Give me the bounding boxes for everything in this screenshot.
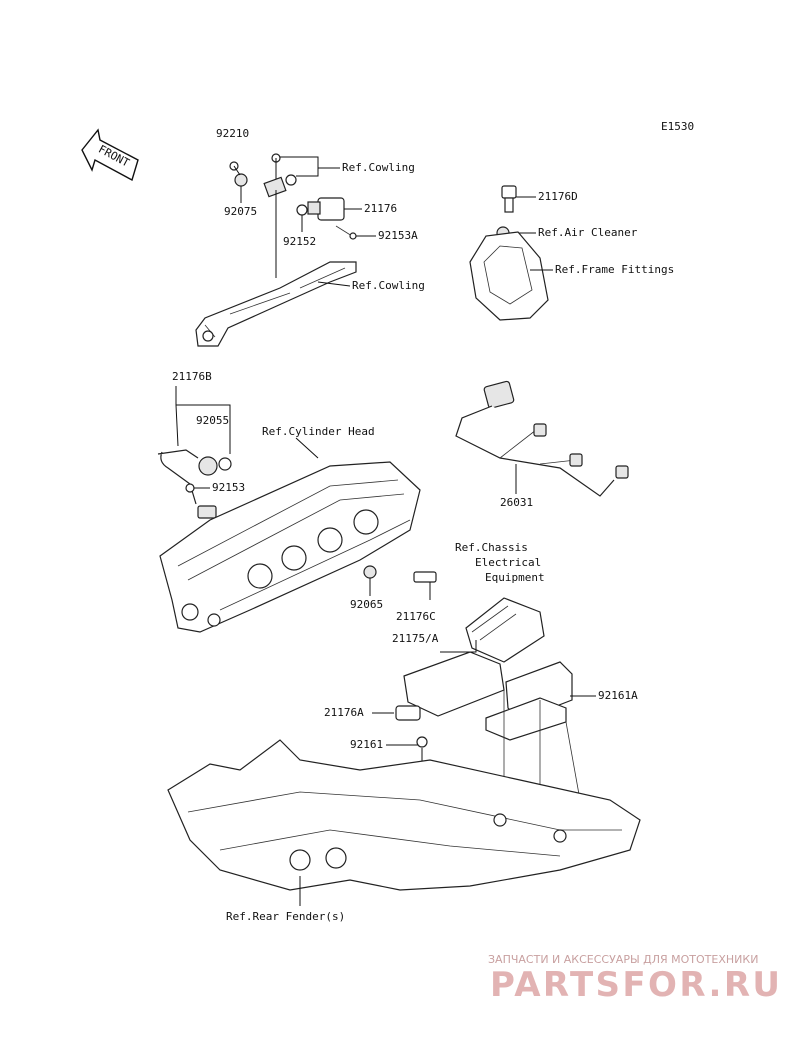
sensor-icon — [198, 456, 218, 476]
label-92161A: 92161A — [598, 689, 638, 702]
ecu-assembly: 21175/A 92161A — [392, 597, 638, 801]
sensor-bracket-assembly: 92210 Ref.Cowling 92075 21176 92152 9215… — [195, 127, 425, 347]
crank-sensor-assembly: Ref.Chassis Electrical Equipment 92065 2… — [350, 541, 545, 623]
label-92161: 92161 — [350, 738, 383, 751]
frame-fitting-icon — [469, 231, 549, 321]
label-21176C: 21176C — [396, 610, 436, 623]
label-21175A: 21175/A — [392, 632, 439, 645]
label-92075: 92075 — [224, 205, 257, 218]
watermark: ЗАПЧАСТИ И АКСЕССУАРЫ ДЛЯ МОТОТЕХНИКИ PA… — [488, 953, 780, 1005]
label-ref-rear-fender: Ref.Rear Fender(s) — [226, 910, 345, 923]
ecu-icon — [465, 597, 545, 663]
label-26031: 26031 — [500, 496, 533, 509]
connector-icon — [197, 505, 217, 519]
pipe-icon — [160, 451, 197, 505]
watermark-logo: PARTSFOR.RU — [490, 965, 780, 1005]
wiring-harness: 26031 — [455, 380, 629, 509]
label-92153A: 92153A — [378, 229, 418, 242]
collar-icon — [296, 204, 308, 216]
sensor-icon — [317, 197, 345, 221]
ambient-sensor-assembly: 21176A 92161 — [324, 705, 428, 800]
sensor-icon — [395, 705, 421, 721]
label-ref-chassis-2: Electrical — [475, 556, 541, 569]
diagram-code: E1530 — [661, 120, 694, 133]
label-92055: 92055 — [196, 414, 229, 427]
label-21176B: 21176B — [172, 370, 212, 383]
label-92210: 92210 — [216, 127, 249, 140]
label-21176: 21176 — [364, 202, 397, 215]
label-21176A: 21176A — [324, 706, 364, 719]
label-ref-cylinder-head: Ref.Cylinder Head — [262, 425, 375, 438]
label-92153: 92153 — [212, 481, 245, 494]
label-21176D: 21176D — [538, 190, 578, 203]
o-ring-icon — [218, 457, 232, 471]
label-ref-chassis-3: Equipment — [485, 571, 545, 584]
label-92065: 92065 — [350, 598, 383, 611]
cam-sensor-assembly: 21176B 92055 92153 — [157, 370, 245, 519]
washer-icon — [234, 173, 248, 187]
bracket-icon — [195, 261, 357, 347]
watermark-tagline: ЗАПЧАСТИ И АКСЕССУАРЫ ДЛЯ МОТОТЕХНИКИ — [488, 953, 758, 966]
label-ref-air-cleaner: Ref.Air Cleaner — [538, 226, 638, 239]
label-ref-chassis-1: Ref.Chassis — [455, 541, 528, 554]
air-cleaner-sensor-assembly: 21176D Ref.Air Cleaner Ref.Frame Fitting… — [469, 185, 674, 321]
label-ref-cowling-top: Ref.Cowling — [342, 161, 415, 174]
front-arrow-icon: FRONT — [81, 128, 139, 182]
grommet-icon — [285, 174, 297, 186]
label-92152: 92152 — [283, 235, 316, 248]
sensor-icon — [413, 571, 437, 583]
bolt-icon — [185, 483, 195, 493]
rear-fender: Ref.Rear Fender(s) — [167, 739, 641, 923]
grommet-icon — [416, 736, 428, 748]
label-ref-cowling-mid: Ref.Cowling — [352, 279, 425, 292]
sensor-icon — [501, 185, 517, 199]
label-ref-frame-fittings: Ref.Frame Fittings — [555, 263, 674, 276]
washer-icon — [363, 565, 377, 579]
connector-icon — [483, 380, 515, 409]
cylinder-head: Ref.Cylinder Head — [159, 425, 421, 633]
